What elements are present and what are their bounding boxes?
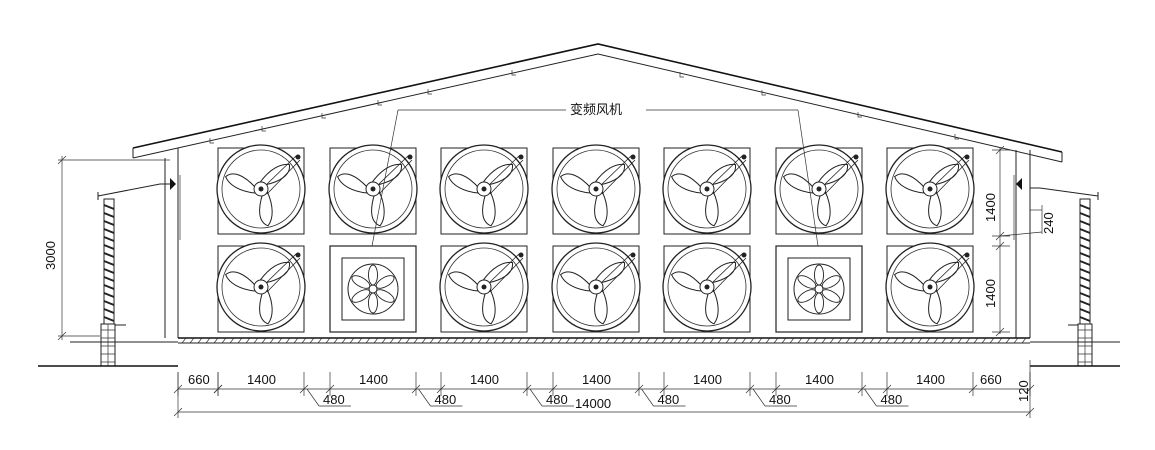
left-canopy [97, 178, 176, 367]
right-canopy [1016, 178, 1099, 367]
fan-label-group: 变频风机 [371, 102, 819, 247]
axial-fan-r2-c5 [662, 242, 752, 333]
axial-fan-r1-c6 [774, 144, 864, 235]
gap-dim-6: 480 [881, 392, 903, 407]
bay-dim-2: 1400 [359, 372, 388, 387]
gap-dim-5: 480 [769, 392, 791, 407]
height-dim-text: 3000 [43, 241, 58, 270]
gap-dim-3: 480 [546, 392, 568, 407]
floor-offset-dim-text: 120 [1016, 380, 1031, 402]
right-fan-dimensions: 1400 1400 240 [983, 145, 1056, 337]
ground-line [38, 337, 1120, 367]
left-height-dimension: 3000 [43, 155, 170, 341]
bay-dim-5: 1400 [693, 372, 722, 387]
roof [132, 43, 1063, 163]
gap-dim-4: 480 [658, 392, 680, 407]
upper-fan-dim-text: 1400 [983, 193, 998, 222]
total-dim-text: 14000 [575, 396, 611, 411]
axial-fan-r1-c1 [216, 144, 306, 235]
box-fan-r2-c2 [329, 245, 417, 333]
fan-grid [216, 144, 975, 333]
axial-fan-r1-c7 [885, 144, 975, 235]
axial-fan-r1-c4 [551, 144, 641, 235]
gap-dim-2: 480 [435, 392, 457, 407]
axial-fan-r2-c4 [551, 242, 641, 333]
spacing-dim-text: 240 [1041, 212, 1056, 234]
axial-fan-r1-c5 [662, 144, 752, 235]
side-dim-right: 660 [980, 372, 1002, 387]
bay-dim-1: 1400 [247, 372, 276, 387]
bay-dim-7: 1400 [916, 372, 945, 387]
axial-fan-r2-c1 [216, 242, 306, 333]
axial-fan-r2-c3 [439, 242, 529, 333]
building-walls [164, 148, 1031, 338]
axial-fan-r1-c2 [328, 144, 418, 235]
axial-fan-r1-c3 [439, 144, 529, 235]
box-fan-r2-c6 [775, 245, 863, 333]
bay-dim-4: 1400 [582, 372, 611, 387]
gap-dim-1: 480 [323, 392, 345, 407]
bay-dim-3: 1400 [470, 372, 499, 387]
side-dim-left: 660 [188, 372, 210, 387]
axial-fan-r2-c7 [885, 242, 975, 333]
bottom-dimension-chain: 660 660 14000 120 1400 1400 1400 1400 1400 14… [173, 360, 1035, 418]
fan-label: 变频风机 [570, 102, 622, 118]
bay-dim-6: 1400 [805, 372, 834, 387]
lower-fan-dim-text: 1400 [983, 279, 998, 308]
